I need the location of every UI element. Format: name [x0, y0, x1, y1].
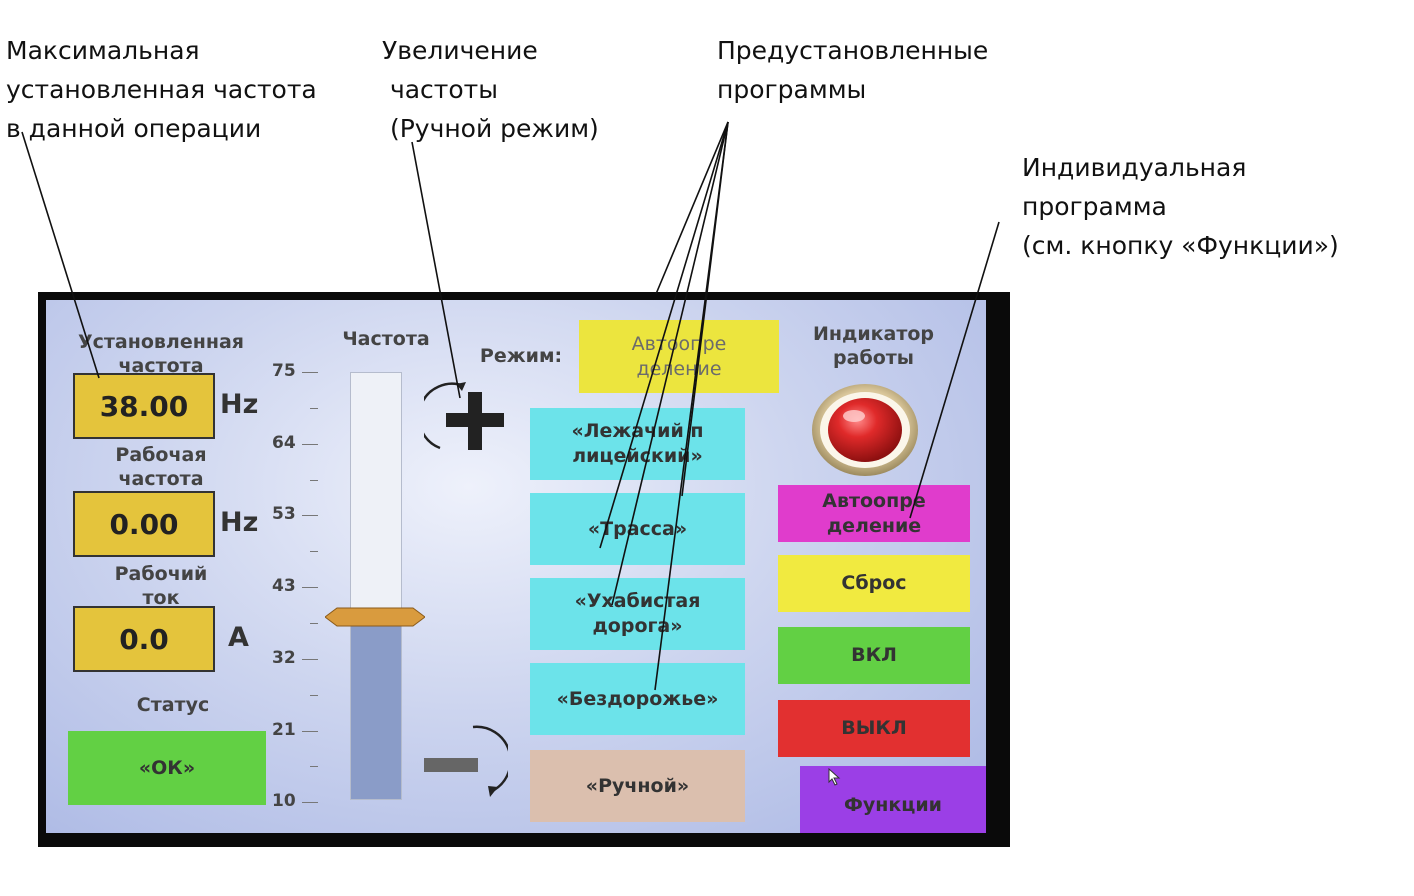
scale-major-tick	[302, 658, 318, 660]
scale-major-tick	[302, 372, 318, 373]
scale-tick-label: 10	[272, 791, 296, 812]
control-screen: Установленная частота 38.00 Hz Рабочая ч…	[46, 300, 986, 833]
reset-button[interactable]: Сброс	[778, 555, 970, 612]
program-lying-policeman-button[interactable]: «Лежачий п лицейский»	[530, 408, 745, 480]
functions-button-label: Функции	[844, 794, 942, 816]
status-badge: «ОК»	[68, 731, 266, 805]
scale-minor-tick	[310, 694, 318, 696]
annotation-increase-frequency: Увеличение частоты (Ручной режим)	[382, 36, 599, 143]
scale-major-tick	[302, 587, 318, 589]
mode-value-text: Автоопре деление	[631, 332, 727, 380]
scale-major-tick	[302, 730, 318, 732]
mode-value: Автоопре деление	[579, 320, 779, 393]
program-highway-button[interactable]: «Трасса»	[530, 493, 745, 565]
scale-major-tick	[302, 443, 318, 445]
leader-line-presets-1	[655, 121, 729, 295]
work-indicator-lamp	[810, 382, 920, 478]
on-button[interactable]: ВКЛ	[778, 627, 970, 684]
work-frequency-label: Рабочая частота	[115, 444, 207, 490]
frequency-slider-thumb[interactable]	[324, 607, 426, 627]
program-manual-button[interactable]: «Ручной»	[530, 750, 745, 822]
scale-tick-label: 43	[272, 576, 296, 597]
frequency-slider-track[interactable]	[350, 372, 402, 800]
scale-minor-tick	[310, 622, 318, 624]
annotation-preset-programs: Предустановленные программы	[717, 36, 989, 104]
off-button[interactable]: ВЫКЛ	[778, 700, 970, 757]
decrease-frequency-button[interactable]	[418, 720, 512, 805]
scale-minor-tick	[310, 407, 318, 409]
scale-major-tick	[302, 802, 318, 804]
frequency-slider-fill	[351, 617, 401, 799]
work-current-value: 0.0	[73, 606, 215, 672]
program-bumpy-road-button[interactable]: «Ухабистая дорога»	[530, 578, 745, 650]
pointer-cursor-icon	[828, 767, 842, 786]
mode-label: Режим:	[479, 345, 563, 367]
auto-detect-button[interactable]: Автоопре деление	[778, 485, 970, 542]
work-current-unit: A	[228, 622, 249, 653]
scale-minor-tick	[310, 479, 318, 481]
work-frequency-value: 0.00	[73, 491, 215, 557]
program-offroad-button[interactable]: «Бездорожье»	[530, 663, 745, 735]
set-frequency-unit: Hz	[220, 389, 259, 420]
scale-major-tick	[302, 515, 318, 517]
set-frequency-value[interactable]: 38.00	[73, 373, 215, 439]
scale-tick-label: 64	[272, 432, 296, 453]
scale-minor-tick	[310, 551, 318, 553]
scale-tick-label: 21	[272, 719, 296, 740]
set-frequency-label: Установленная частота	[77, 331, 245, 377]
status-label: Статус	[136, 694, 210, 716]
scale-tick-label: 53	[272, 504, 296, 525]
work-frequency-unit: Hz	[220, 507, 259, 538]
indicator-label: Индикатор работы	[812, 323, 935, 369]
scale-tick-label: 32	[272, 647, 296, 668]
annotation-max-frequency: Максимальная установленная частота в дан…	[6, 36, 317, 143]
work-current-label: Рабочий ток	[114, 563, 208, 609]
scale-tick-label: 75	[272, 361, 296, 381]
annotation-individual-program: Индивидуальная программа (см. кнопку «Фу…	[1022, 153, 1339, 260]
increase-frequency-button[interactable]	[417, 378, 514, 458]
frequency-slider-label: Частота	[342, 328, 430, 350]
scale-minor-tick	[310, 766, 318, 768]
